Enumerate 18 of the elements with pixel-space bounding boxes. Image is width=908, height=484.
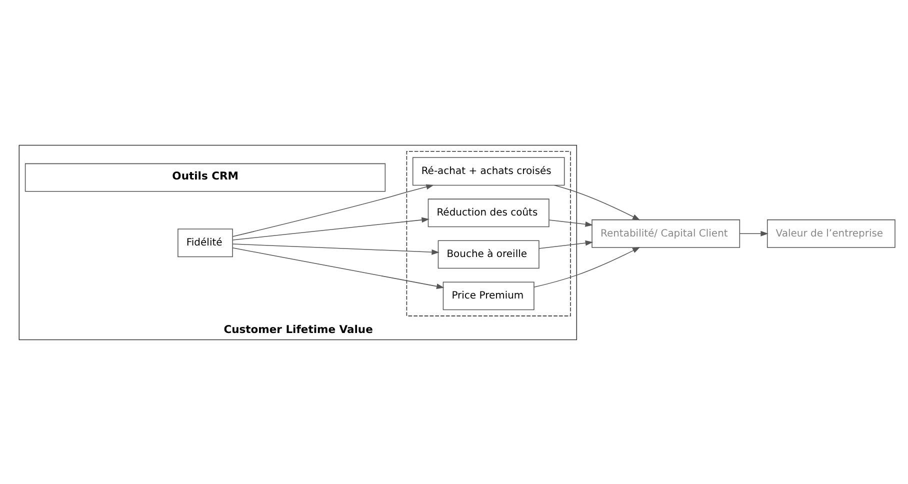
arrow	[554, 184, 640, 220]
cluster	[406, 150, 571, 316]
arrow	[548, 219, 593, 226]
node-box: Ré-achat + achats croisés	[412, 156, 565, 186]
arrow	[232, 243, 440, 254]
node-box: Bouche à oreille	[438, 240, 540, 268]
arrow	[534, 246, 640, 288]
arrow	[232, 184, 434, 236]
arrow	[232, 216, 430, 240]
arrow	[232, 247, 444, 288]
node-box: Réduction des coûts	[428, 198, 550, 227]
node-box: Fidélité	[178, 228, 233, 257]
arrow	[740, 230, 768, 236]
node-box: Outils CRM	[24, 162, 386, 192]
node-box: Price Premium	[442, 281, 534, 310]
arrow	[538, 240, 594, 248]
node-box: Rentabilité/ Capital Client	[592, 218, 740, 248]
node-box: Valeur de l’entreprise	[766, 218, 896, 248]
